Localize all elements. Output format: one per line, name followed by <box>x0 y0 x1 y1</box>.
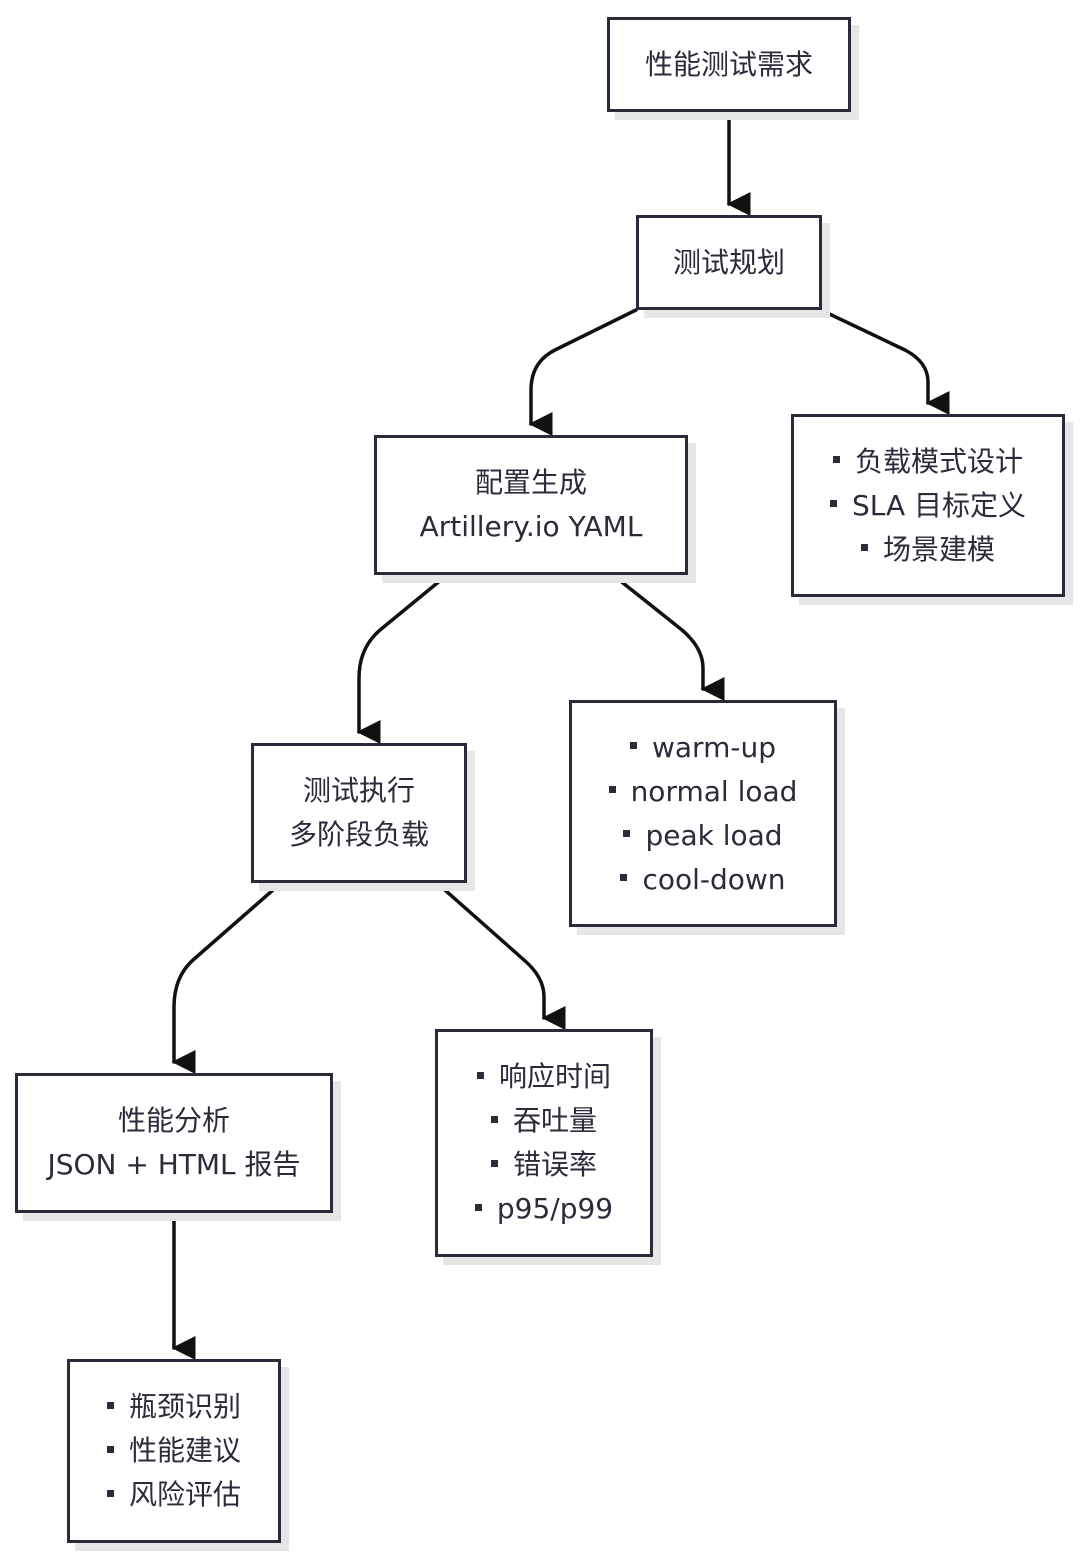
node-config: 配置生成 Artillery.io YAML <box>374 435 688 575</box>
planning-line-1: 测试规划 <box>672 245 785 279</box>
config-details-line-2: normal load <box>609 770 798 814</box>
node-planning: 测试规划 <box>636 215 822 310</box>
config-details-line-3: peak load <box>623 814 782 858</box>
execution-line-1: 测试执行 <box>302 774 415 807</box>
node-analysis-details: 瓶颈识别性能建议风险评估 <box>67 1359 281 1543</box>
edge-config-to-details <box>611 573 725 701</box>
config-details-line-4: cool-down <box>620 858 785 902</box>
requirement-line-1: 性能测试需求 <box>644 47 813 81</box>
config-line-2: Artillery.io YAML <box>419 510 643 543</box>
execution-details-line-1: 响应时间 <box>477 1055 611 1099</box>
analysis-details-line-3: 风险评估 <box>107 1473 241 1517</box>
planning-details-line-1: 负载模式设计 <box>833 440 1023 484</box>
edge-config-to-execution <box>356 573 449 744</box>
execution-details-line-3: 错误率 <box>491 1143 597 1187</box>
analysis-line-2: JSON + HTML 报告 <box>47 1148 301 1181</box>
config-details-line-1: warm-up <box>630 726 776 770</box>
config-line-1: 配置生成 <box>474 466 587 499</box>
analysis-details-line-1: 瓶颈识别 <box>107 1385 241 1429</box>
analysis-line-1: 性能分析 <box>117 1104 230 1137</box>
edge-execution-to-analysis <box>171 881 283 1074</box>
node-requirement: 性能测试需求 <box>607 17 851 112</box>
edge-planning-to-config <box>528 308 638 436</box>
analysis-details-line-2: 性能建议 <box>107 1429 241 1473</box>
edge-execution-to-details <box>435 881 566 1030</box>
node-analysis: 性能分析 JSON + HTML 报告 <box>15 1073 333 1213</box>
execution-details-line-4: p95/p99 <box>475 1187 613 1231</box>
execution-line-2: 多阶段负载 <box>288 818 429 851</box>
edge-planning-to-details <box>819 308 950 415</box>
planning-details-line-3: 场景建模 <box>861 528 995 572</box>
planning-details-line-2: SLA 目标定义 <box>830 484 1026 528</box>
node-execution: 测试执行多阶段负载 <box>251 743 467 883</box>
execution-details-line-2: 吞吐量 <box>491 1099 597 1143</box>
